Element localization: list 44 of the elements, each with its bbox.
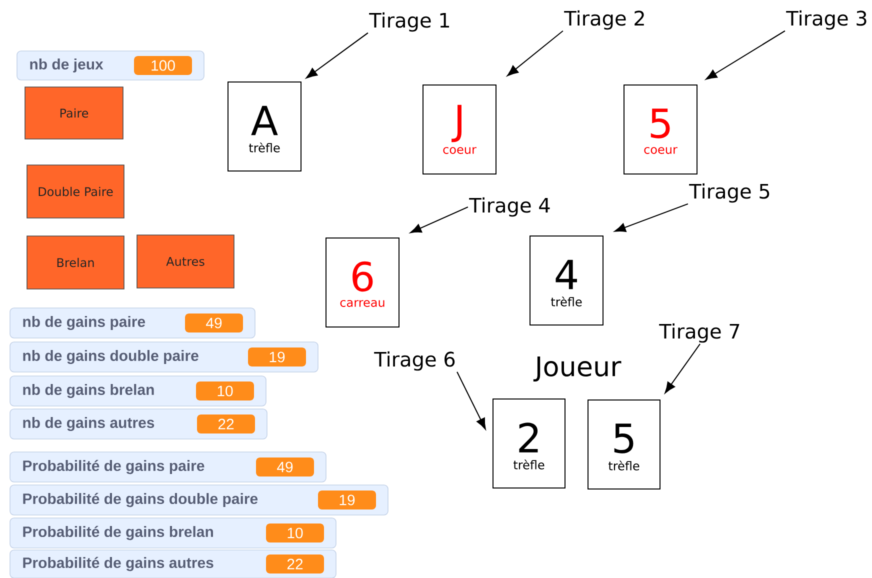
value-badge: 10 [266,524,324,542]
playing-card: 6 carreau [326,238,400,328]
arrow [706,30,786,80]
button: Double Paire [26,164,124,218]
value-badge: 19 [318,490,376,510]
draw-label: Tirage 7 [659,323,740,343]
arrow [410,206,468,234]
playing-card: 2 trèfle [492,398,566,488]
value-badge: 100 [134,56,192,75]
value-badge: 19 [248,348,306,366]
button: Paire [24,86,124,140]
draw-label: Tirage 2 [564,10,644,30]
value-badge: 22 [266,554,324,574]
value-badge: 49 [256,458,314,476]
variable-monitor: nb de gains brelan 10 [10,376,266,406]
variable-monitor: Probabilité de gains double paire 19 [10,484,388,516]
arrow [664,344,700,394]
draw-label: Tirage 1 [369,12,450,32]
variable-monitor: nb de gains double paire 19 [10,342,318,372]
value-badge: 49 [185,314,243,332]
draw-label: Tirage 4 [469,197,550,217]
button: Brelan [26,236,124,290]
playing-card: A trèfle [228,82,302,172]
arrow [507,30,564,76]
arrow [614,203,688,232]
button: Autres [136,234,234,288]
playing-card: J coeur [422,84,496,174]
value-badge: 22 [197,414,255,434]
variable-monitor: nb de jeux 100 [16,50,204,80]
playing-card: 4 trèfle [530,236,604,326]
draw-label: Tirage 3 [786,10,866,30]
variable-monitor: nb de gains paire 49 [10,308,256,338]
variable-monitor: nb de gains autres 22 [10,408,268,440]
arrow [456,372,486,430]
draw-label: Tirage 5 [689,183,770,203]
variable-monitor: Probabilité de gains paire 49 [10,452,326,482]
playing-card: 5 coeur [624,84,698,174]
variable-monitor: Probabilité de gains brelan 10 [10,518,336,548]
arrow [306,32,368,78]
variable-monitor: Probabilité de gains autres 22 [10,550,336,578]
value-badge: 10 [196,382,254,400]
draw-label: Tirage 6 [374,351,455,371]
player-label: Joueur [533,356,622,382]
playing-card: 5 trèfle [588,400,660,490]
